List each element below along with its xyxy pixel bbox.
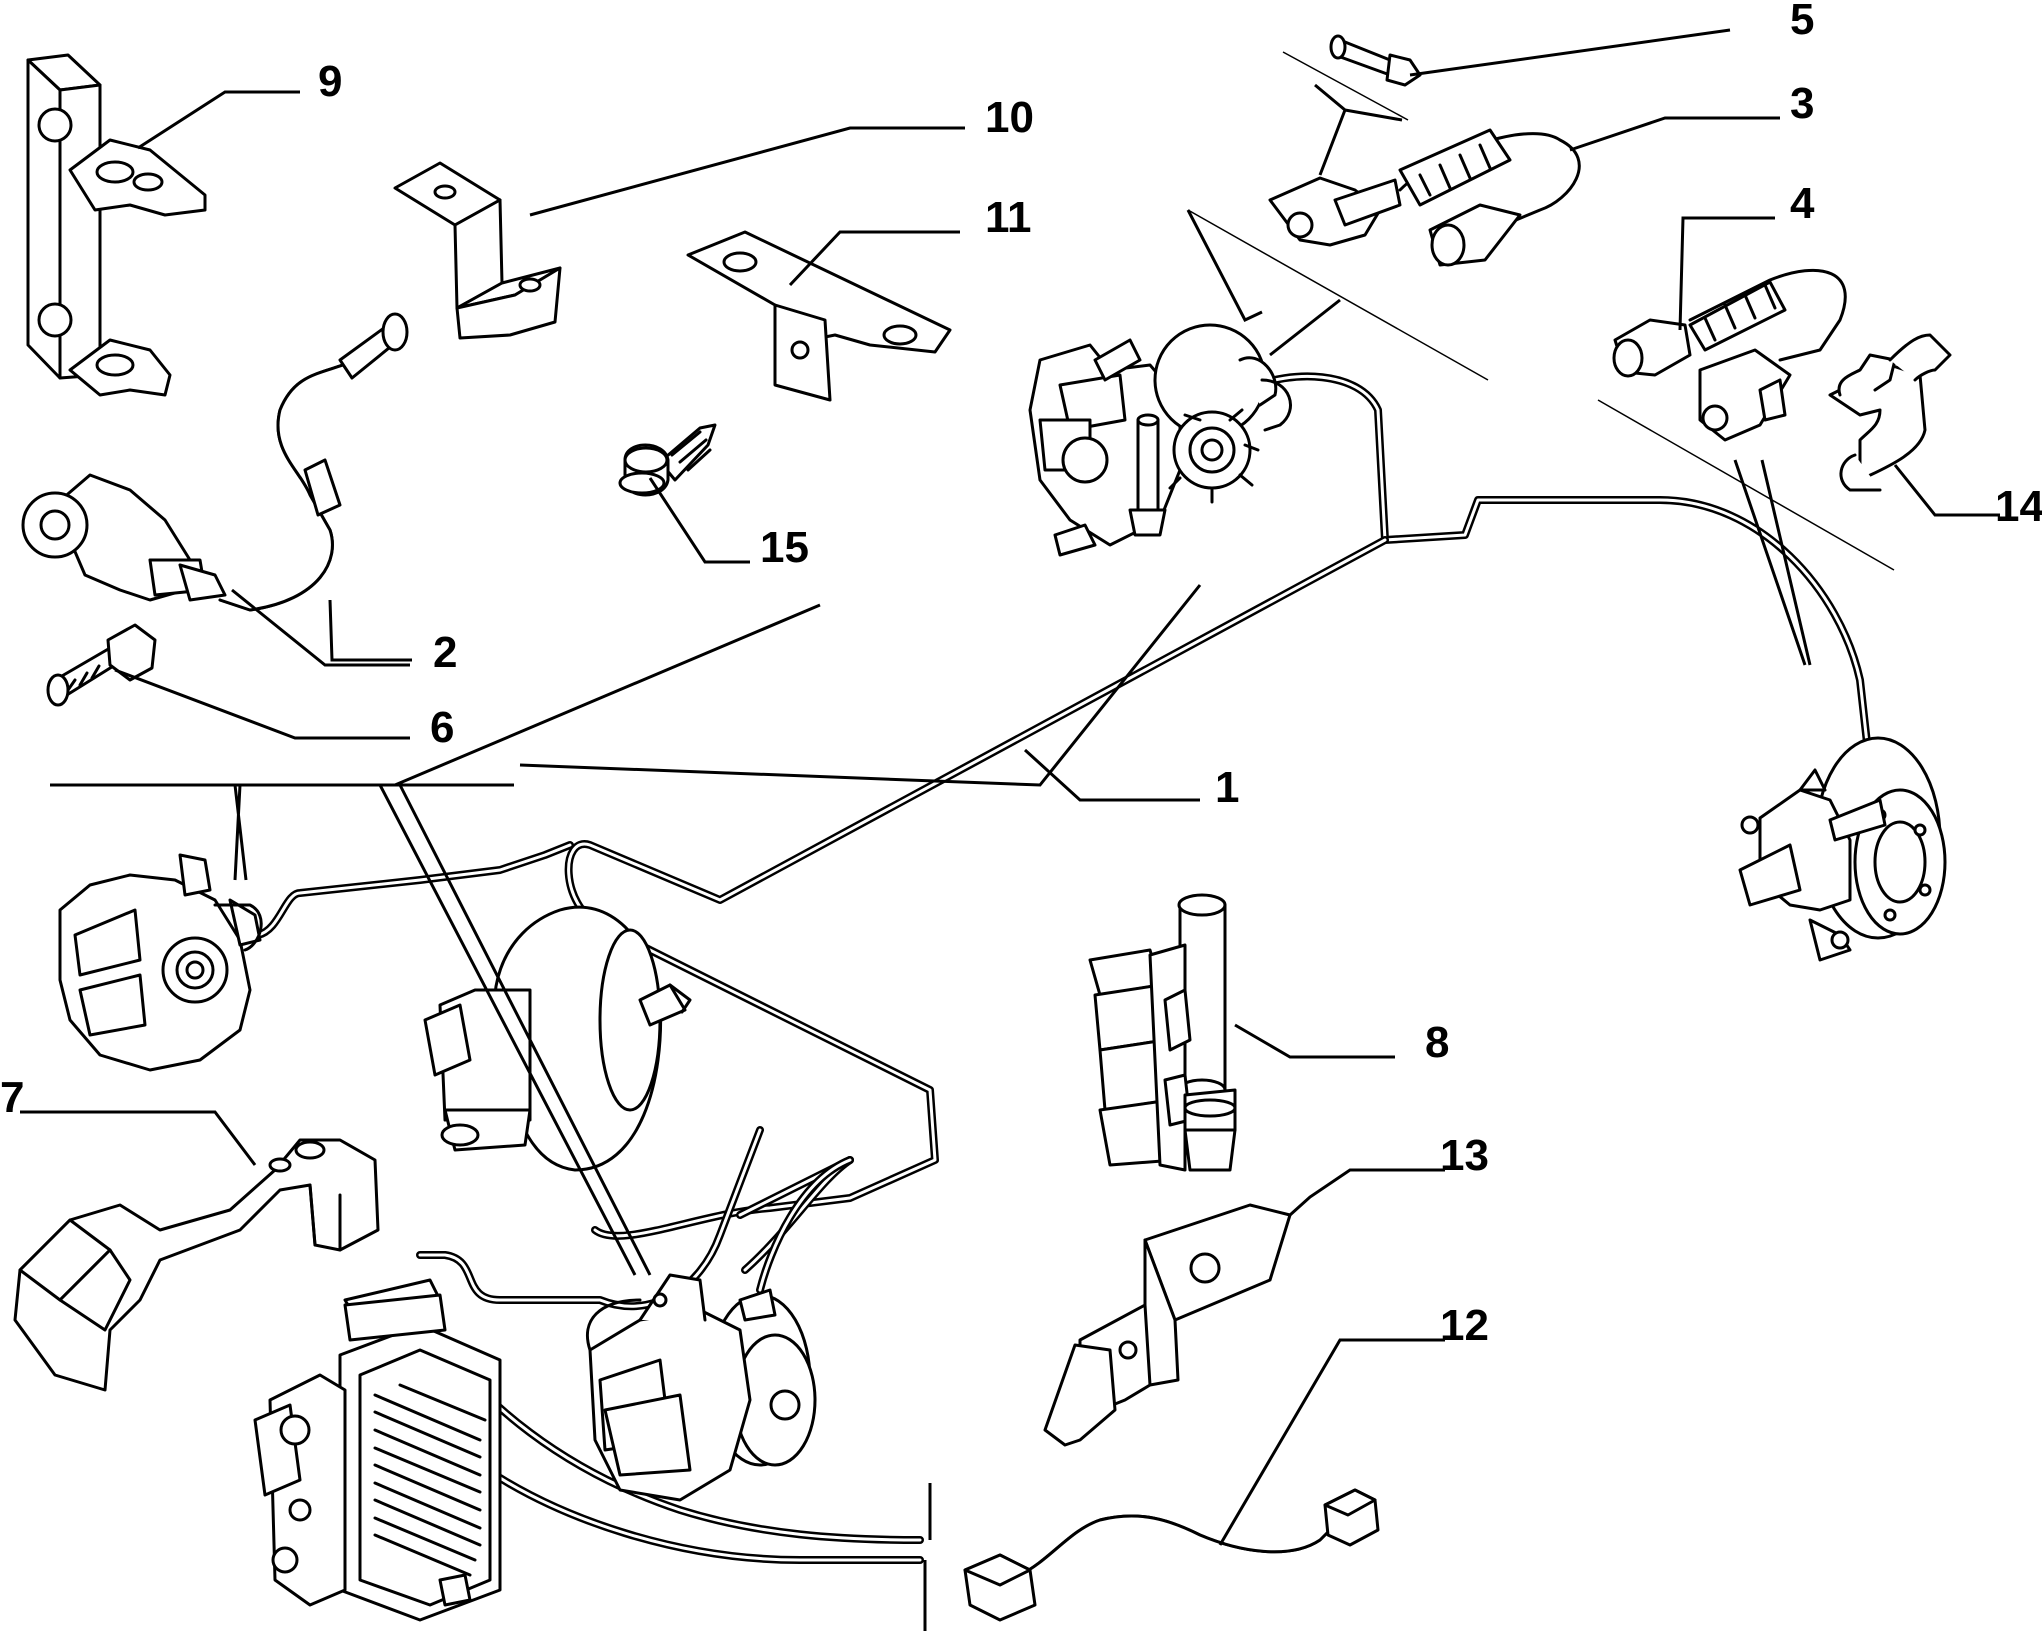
callout-1: 1	[1215, 763, 1239, 812]
callout-6: 6	[430, 703, 454, 752]
callout-14: 14	[1995, 482, 2042, 531]
callout-12: 12	[1440, 1301, 1489, 1350]
guide-lines	[50, 51, 1895, 1631]
part-4-rear-flexible-hose	[1612, 268, 1847, 442]
rear-right-brake-disc-caliper	[1738, 736, 1947, 962]
part-9-double-clip-bracket	[26, 53, 207, 397]
part-3-front-flexible-hose	[1268, 128, 1581, 267]
callout-3: 3	[1790, 79, 1814, 128]
callout-11: 11	[985, 193, 1032, 242]
callout-7: 7	[0, 1073, 24, 1122]
front-right-brake-caliper	[1028, 323, 1292, 557]
brake-servo-master-cylinder	[423, 905, 692, 1172]
callout-4: 4	[1790, 179, 1815, 228]
part-14-hose-clip	[1828, 333, 1952, 492]
part-12-sensor-cable	[963, 1488, 1380, 1622]
part-6-hex-bolt	[46, 623, 157, 707]
part-2-wheel-speed-sensor	[21, 312, 409, 612]
part-5-bolt	[1329, 34, 1422, 87]
brake-pipe-assembly	[254, 372, 1874, 1564]
part-7-mounting-bracket	[13, 1138, 380, 1392]
part-15-self-tapping-screw	[618, 423, 717, 497]
callout-8: 8	[1425, 1018, 1449, 1067]
part-8-brake-pressure-valve	[1088, 893, 1237, 1172]
callout-9: 9	[318, 57, 342, 106]
part-10-angle-bracket	[393, 161, 562, 340]
front-left-brake-caliper	[58, 853, 263, 1072]
part-13-support-bracket	[1043, 1203, 1292, 1447]
callout-15: 15	[760, 523, 809, 572]
callout-labels: 1 2 3 4 5 6 7 8 9 10 11 12 13 14 15	[0, 0, 2042, 1350]
callout-2: 2	[433, 628, 457, 677]
callout-5: 5	[1790, 0, 1814, 44]
leader-lines	[20, 28, 2000, 1546]
front-left-brake-disc-caliper	[586, 1273, 817, 1502]
callout-10: 10	[985, 93, 1034, 142]
abs-hydraulic-modulator	[253, 1278, 502, 1622]
callout-13: 13	[1440, 1131, 1489, 1180]
part-11-pipe-clip-bracket	[686, 230, 952, 402]
